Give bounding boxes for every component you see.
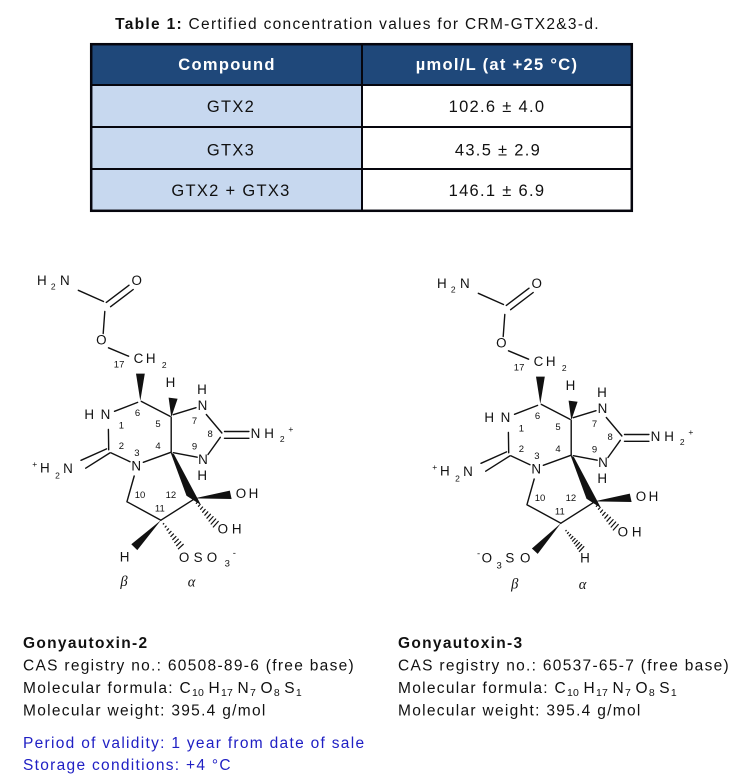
svg-text:GTX2: GTX2 [207, 98, 255, 116]
svg-text:Compound: Compound [178, 56, 275, 74]
svg-text:Molecular weight: 395.4 g/mol: Molecular weight: 395.4 g/mol [23, 703, 267, 720]
svg-text:Period of validity: 1 year fro: Period of validity: 1 year from date of … [23, 735, 365, 752]
svg-text:Gonyautoxin-2: Gonyautoxin-2 [23, 635, 148, 652]
svg-text:O: O [482, 550, 492, 565]
svg-text:CAS registry no.: 60508-89-6 (: CAS registry no.: 60508-89-6 (free base) [23, 658, 355, 675]
svg-text:µmol/L (at +25 °C): µmol/L (at +25 °C) [416, 56, 579, 74]
svg-text:H: H [120, 549, 130, 564]
svg-text:β: β [510, 576, 519, 592]
svg-text:-: - [233, 548, 236, 559]
svg-text:α: α [579, 577, 587, 593]
svg-text:146.1 ± 6.9: 146.1 ± 6.9 [449, 182, 546, 200]
svg-text:S: S [194, 550, 203, 565]
svg-text:α: α [188, 575, 196, 591]
svg-text:Table 1: Certified concentrati: Table 1: Certified concentration values … [115, 16, 600, 33]
svg-text:-: - [477, 549, 480, 560]
svg-text:Molecular weight: 395.4 g/mol: Molecular weight: 395.4 g/mol [398, 703, 642, 720]
svg-text:S: S [505, 550, 514, 565]
svg-text:CAS registry no.: 60537-65-7 (: CAS registry no.: 60537-65-7 (free base) [398, 658, 730, 675]
svg-text:Molecular formula: C10 H17 N7: Molecular formula: C10 H17 N7 O8 S1 [398, 680, 677, 699]
svg-text:3: 3 [225, 559, 230, 570]
svg-text:O: O [179, 550, 189, 565]
svg-text:3: 3 [497, 561, 502, 572]
svg-text:O: O [207, 550, 217, 565]
svg-text:GTX2 + GTX3: GTX2 + GTX3 [171, 182, 290, 200]
svg-text:Gonyautoxin-3: Gonyautoxin-3 [398, 635, 523, 652]
svg-text:Molecular formula: C10 H17 N7: Molecular formula: C10 H17 N7 O8 S1 [23, 680, 302, 699]
svg-text:102.6 ± 4.0: 102.6 ± 4.0 [449, 98, 546, 116]
svg-text:O: O [520, 550, 530, 565]
svg-text:β: β [119, 574, 128, 590]
svg-text:Storage conditions: +4 °C: Storage conditions: +4 °C [23, 757, 232, 774]
svg-text:GTX3: GTX3 [207, 142, 255, 160]
svg-text:H: H [580, 550, 590, 565]
svg-text:43.5 ± 2.9: 43.5 ± 2.9 [455, 142, 541, 160]
